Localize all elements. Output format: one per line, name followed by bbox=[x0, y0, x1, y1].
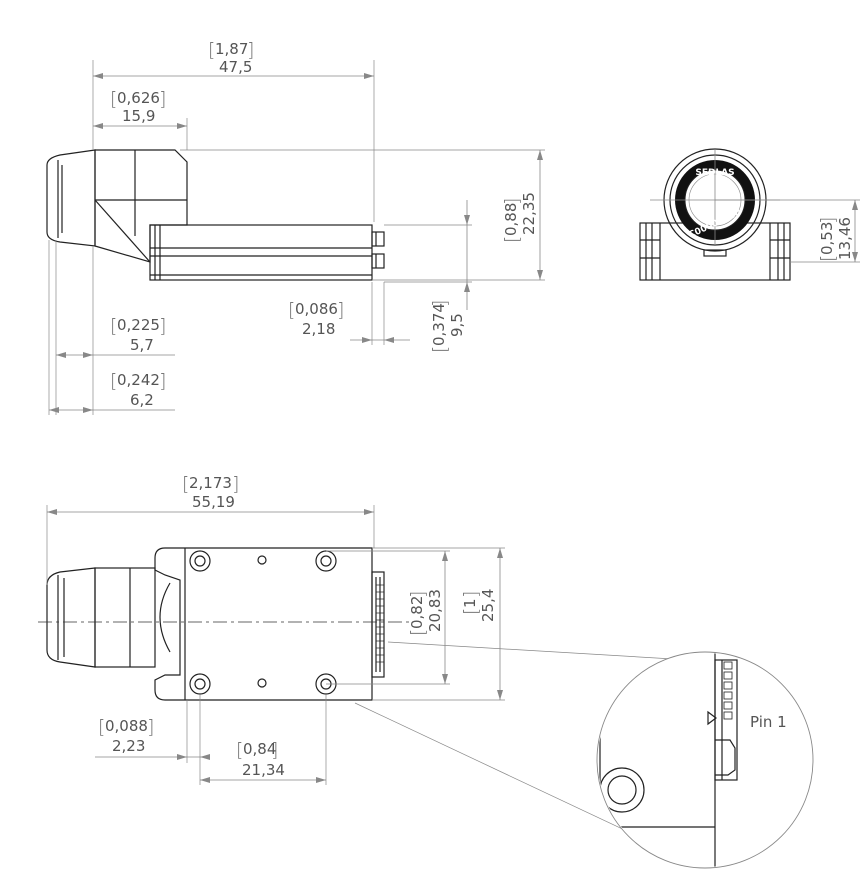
dim-total-h-in: 1 bbox=[461, 598, 479, 608]
dim-total-h-mm: 25,4 bbox=[479, 589, 497, 622]
dim-side-h-mm: 13,46 bbox=[836, 217, 854, 260]
svg-text:]: ] bbox=[337, 299, 344, 321]
svg-text:]: ] bbox=[460, 591, 482, 598]
detail-view: Pin 1 bbox=[354, 641, 814, 869]
svg-text:[: [ bbox=[501, 236, 523, 243]
dim-height-in: 0,88 bbox=[502, 203, 520, 236]
svg-text:[: [ bbox=[110, 315, 117, 337]
dim-hole-v-in: 0,82 bbox=[408, 596, 426, 629]
dim-lens-d1-mm: 5,7 bbox=[130, 336, 154, 354]
svg-text:]: ] bbox=[159, 315, 166, 337]
svg-text:]: ] bbox=[147, 716, 154, 738]
svg-text:[: [ bbox=[460, 608, 482, 615]
svg-text:[: [ bbox=[407, 629, 429, 636]
dim-hole-v-mm: 20,83 bbox=[426, 589, 444, 632]
svg-text:]: ] bbox=[501, 198, 523, 205]
svg-text:[: [ bbox=[236, 739, 243, 761]
dim-side-h-in: 0,53 bbox=[818, 222, 836, 255]
dim-lens-len-mm: 15,9 bbox=[122, 107, 155, 125]
dim-hole-h-in: 0,84 bbox=[243, 740, 276, 758]
bottom-view bbox=[38, 547, 410, 701]
svg-text:[: [ bbox=[110, 370, 117, 392]
svg-text:]: ] bbox=[271, 739, 278, 761]
dim-lens-d1-in: 0,225 bbox=[117, 316, 160, 334]
pin-1-label: Pin 1 bbox=[750, 713, 787, 731]
side-view bbox=[46, 149, 385, 281]
dim-conn-off-mm: 2,18 bbox=[302, 320, 335, 338]
dim-conn-off-in: 0,086 bbox=[295, 300, 338, 318]
dim-top-width-in-bracket: [ bbox=[208, 39, 215, 61]
svg-text:]: ] bbox=[232, 473, 239, 495]
dim-conn-h-mm: 9,5 bbox=[448, 313, 466, 337]
front-view: SEDLAS C00000000 bbox=[639, 148, 791, 281]
svg-text:[: [ bbox=[288, 299, 295, 321]
dim-conn-h-in: 0,374 bbox=[430, 303, 448, 346]
svg-text:[: [ bbox=[817, 255, 839, 262]
side-view-dimensions: [ 1,87 ] 47,5 [ 0,626 ] 15,9 [ 0,88 ] 22… bbox=[48, 39, 545, 415]
dim-height-mm: 22,35 bbox=[520, 192, 538, 235]
dim-hole-h-mm: 21,34 bbox=[242, 761, 285, 779]
dim-bottom-width-mm: 55,19 bbox=[192, 493, 235, 511]
svg-text:[: [ bbox=[429, 346, 451, 353]
svg-text:]: ] bbox=[429, 300, 451, 307]
front-view-dimensions: [ 0,53 ] 13,46 bbox=[715, 199, 860, 263]
svg-text:]: ] bbox=[247, 39, 254, 61]
svg-text:]: ] bbox=[817, 217, 839, 224]
svg-text:SEDLAS: SEDLAS bbox=[695, 168, 734, 178]
dim-lens-d2-mm: 6,2 bbox=[130, 391, 154, 409]
svg-text:[: [ bbox=[110, 88, 117, 110]
svg-text:]: ] bbox=[407, 591, 429, 598]
dim-bottom-width-in: 2,173 bbox=[189, 474, 232, 492]
dim-hole-edge-mm: 2,23 bbox=[112, 737, 145, 755]
svg-text:[: [ bbox=[98, 716, 105, 738]
dim-lens-len-in: 0,626 bbox=[117, 89, 160, 107]
dim-top-width-in: 1,87 bbox=[215, 40, 248, 58]
svg-text:[: [ bbox=[182, 473, 189, 495]
svg-text:]: ] bbox=[159, 370, 166, 392]
dim-hole-edge-in: 0,088 bbox=[105, 717, 148, 735]
dim-lens-d2-in: 0,242 bbox=[117, 371, 160, 389]
bottom-view-dimensions: [ 2,173 ] 55,19 [ 0,82 ] 20,83 [ 1 ] 25,… bbox=[46, 473, 505, 785]
dim-top-width-mm: 47,5 bbox=[219, 58, 252, 76]
svg-text:]: ] bbox=[159, 88, 166, 110]
